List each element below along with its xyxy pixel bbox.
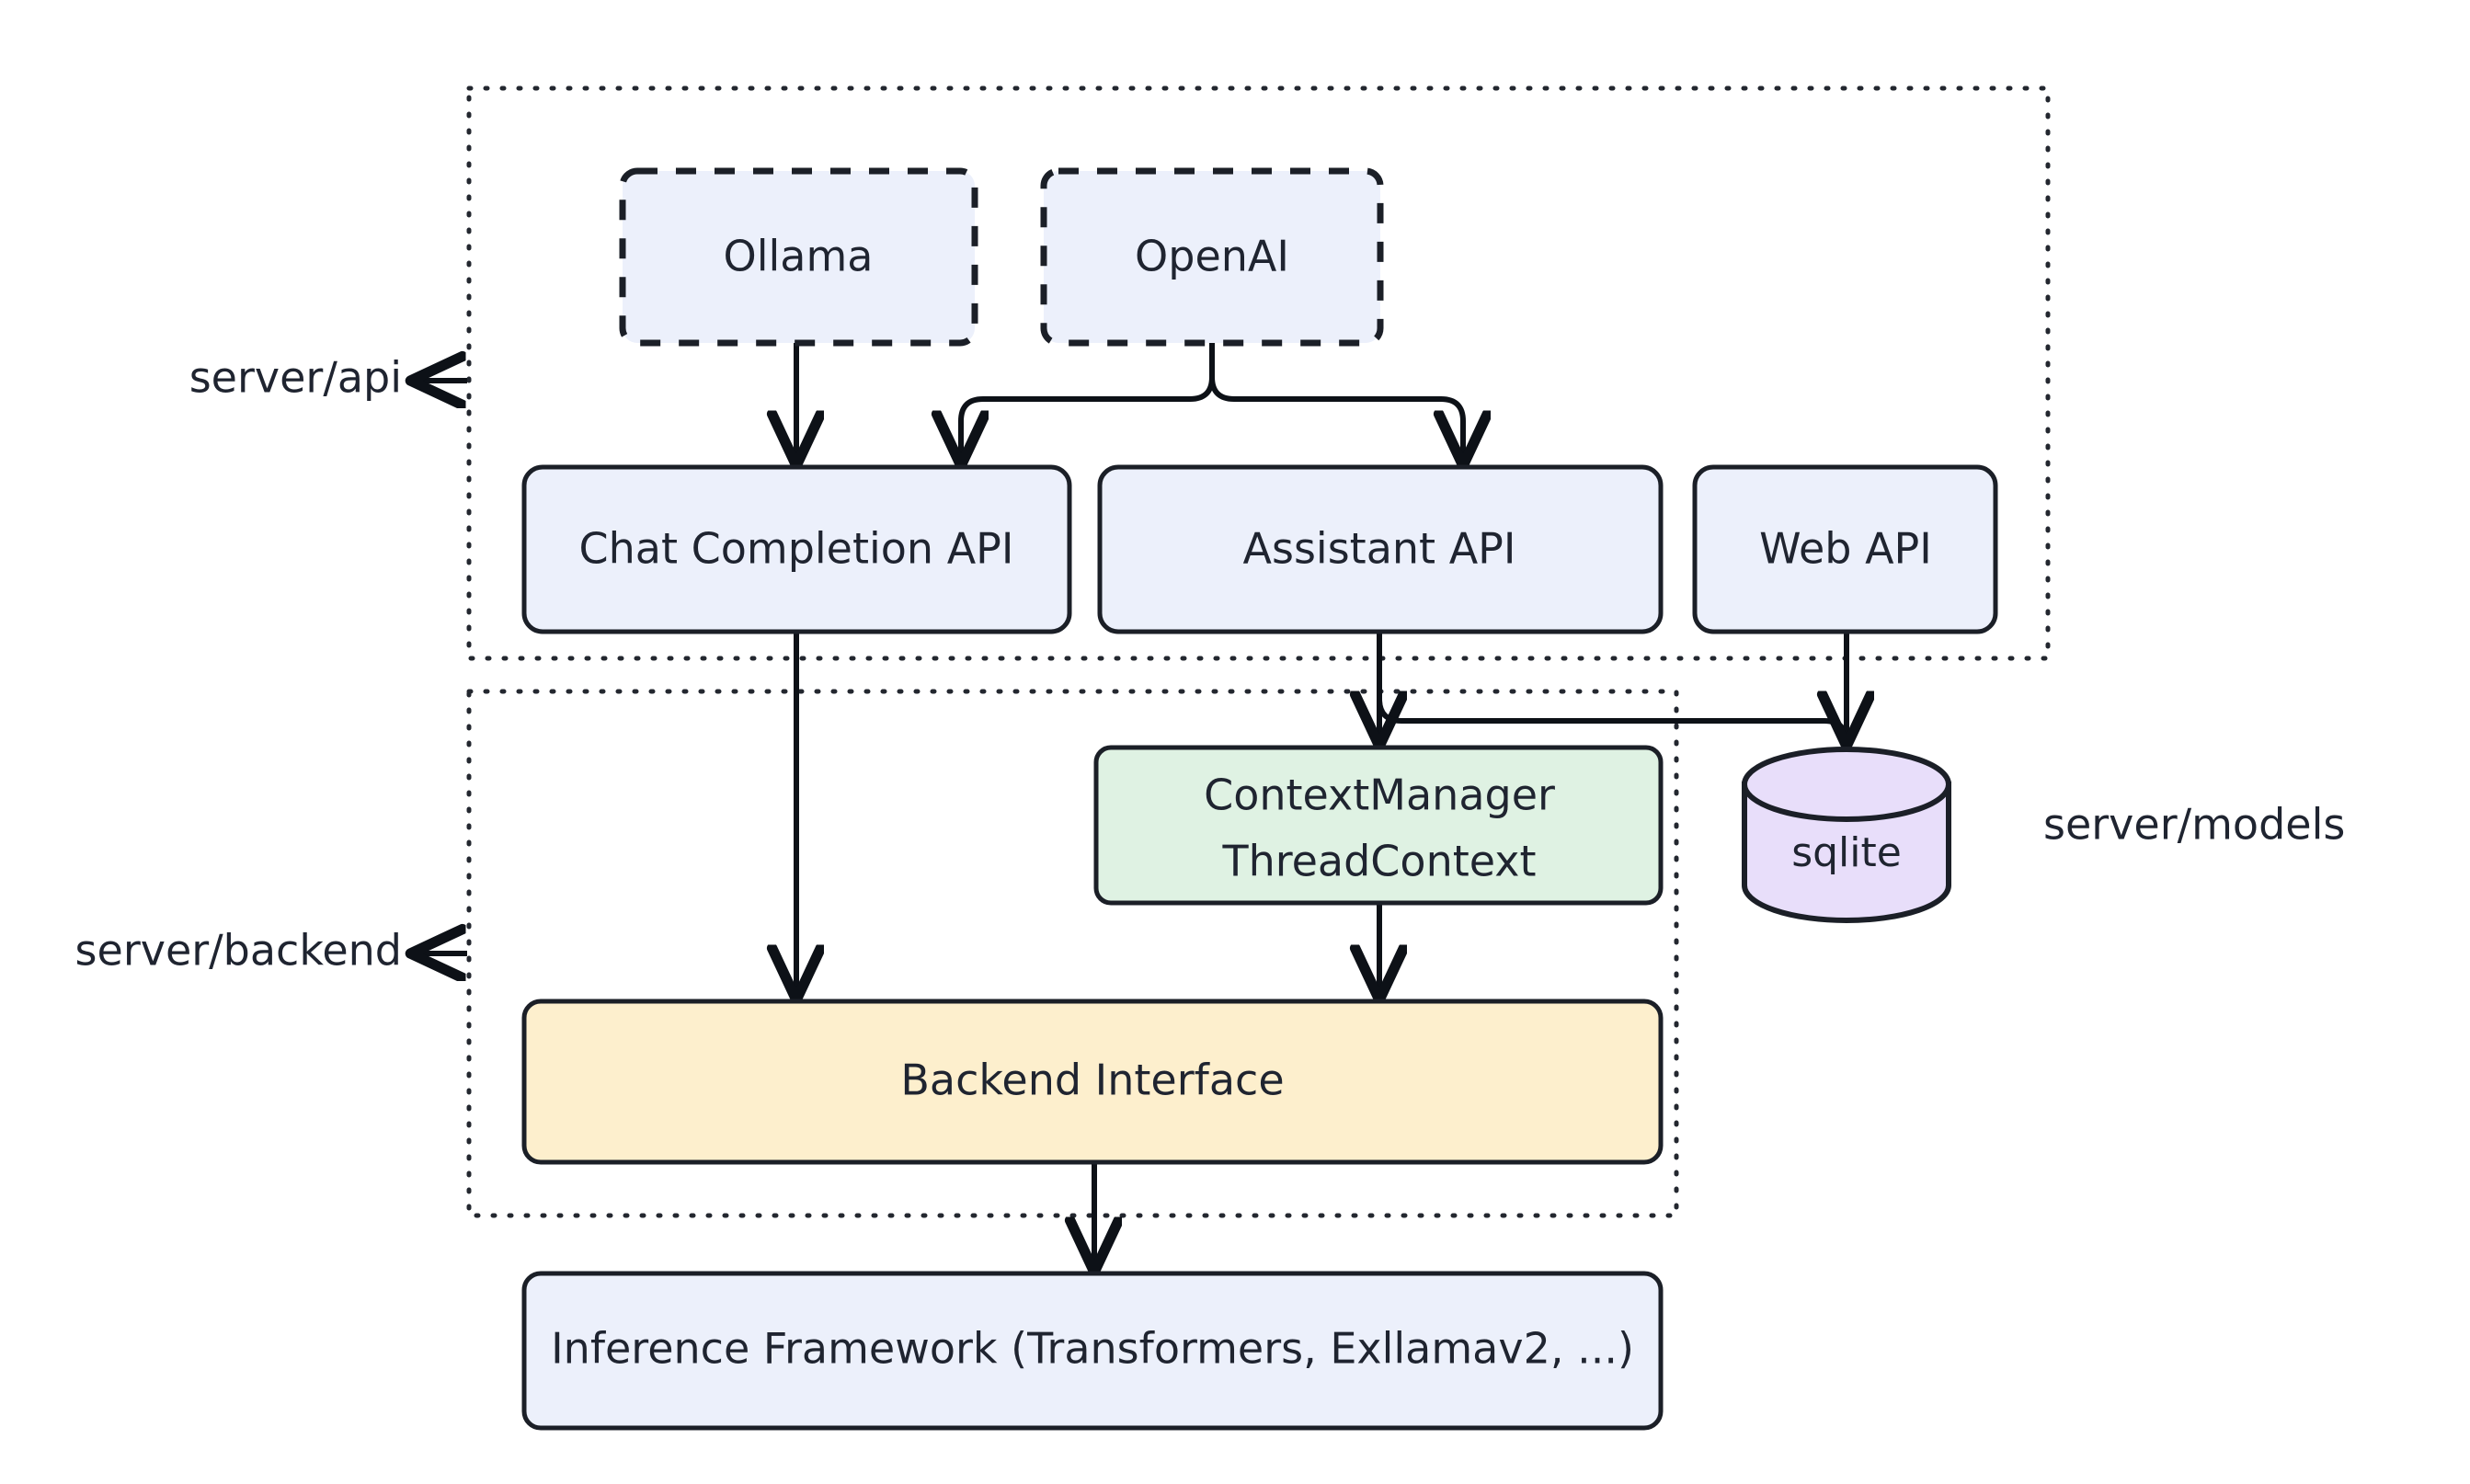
node-context-manager-label-line2: ThreadContext — [1221, 837, 1536, 886]
node-web-api-rect[interactable] — [1692, 464, 1998, 634]
node-openai[interactable]: OpenAI — [1040, 167, 1384, 347]
node-assistant-api-label: Assistant API — [1243, 524, 1516, 574]
edge-layer — [796, 343, 1847, 1269]
node-sqlite-label: sqlite — [1791, 829, 1902, 876]
node-context-manager-rect[interactable] — [1093, 745, 1664, 906]
node-sqlite-top[interactable] — [1742, 747, 1951, 822]
node-openai-rect[interactable] — [1040, 167, 1384, 347]
cluster-label-models: server/models — [2043, 800, 2345, 850]
cluster-label-api-text: server/api — [189, 353, 402, 403]
node-sqlite[interactable]: sqlite — [1742, 747, 1951, 923]
node-openai-label: OpenAI — [1135, 232, 1289, 281]
cluster-backend-border — [466, 689, 1679, 1218]
node-ollama[interactable]: Ollama — [619, 167, 978, 347]
node-inference-framework-label: Inference Framework (Transformers, Exlla… — [551, 1324, 1634, 1374]
node-inference-framework-rect[interactable] — [521, 1271, 1664, 1431]
node-backend-interface[interactable]: Backend Interface — [521, 999, 1664, 1165]
node-chat-completion-api-rect[interactable] — [521, 464, 1072, 634]
cluster-label-api: server/api — [189, 353, 467, 403]
node-ollama-label: Ollama — [724, 232, 874, 281]
node-chat-completion-api-label: Chat Completion API — [579, 524, 1014, 574]
edge-openai-to-assistant-api — [1209, 343, 1463, 462]
node-context-manager[interactable]: ContextManager ThreadContext — [1093, 745, 1664, 906]
node-inference-framework[interactable]: Inference Framework (Transformers, Exlla… — [521, 1271, 1664, 1431]
node-ollama-rect[interactable] — [619, 167, 978, 347]
node-context-manager-label-line1: ContextManager — [1204, 771, 1555, 820]
edge-assistant-api-to-sqlite — [1377, 632, 1849, 744]
node-chat-completion-api[interactable]: Chat Completion API — [521, 464, 1072, 634]
node-assistant-api[interactable]: Assistant API — [1097, 464, 1664, 634]
cluster-backend — [466, 689, 1679, 1218]
cluster-label-models-text: server/models — [2043, 800, 2345, 850]
node-web-api[interactable]: Web API — [1692, 464, 1998, 634]
cluster-label-backend: server/backend — [75, 926, 467, 976]
node-web-api-label: Web API — [1759, 524, 1932, 574]
node-backend-interface-rect[interactable] — [521, 999, 1664, 1165]
node-backend-interface-label: Backend Interface — [900, 1056, 1284, 1105]
node-sqlite-body[interactable] — [1742, 782, 1951, 923]
cluster-label-backend-text: server/backend — [75, 926, 402, 976]
node-assistant-api-rect[interactable] — [1097, 464, 1664, 634]
edge-openai-to-chat-api — [961, 343, 1215, 462]
